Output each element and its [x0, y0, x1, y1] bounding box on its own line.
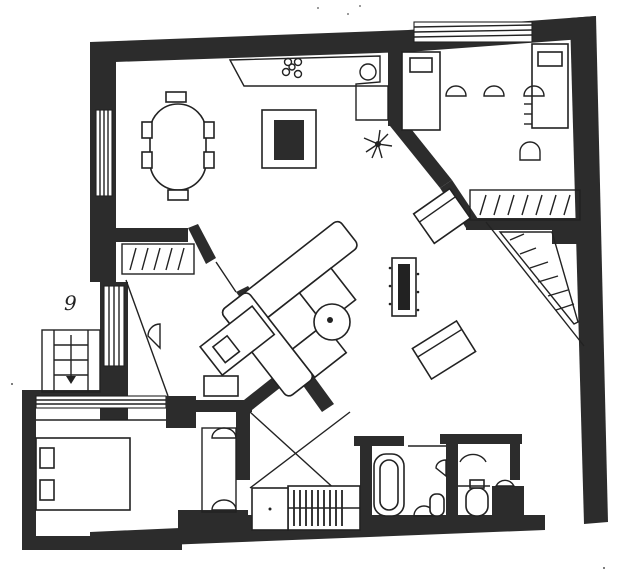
wall-bedroom-bottom-2: [178, 510, 248, 532]
fireplace: [261, 109, 317, 169]
bedroom: [35, 419, 237, 513]
wall-bath-top: [354, 436, 404, 446]
stairs-bottom: [251, 485, 361, 531]
wall-bedroom-left: [22, 390, 36, 550]
wall-corridor-3: [166, 396, 196, 428]
wall-corridor-4: [236, 410, 250, 480]
dining-table: [141, 91, 215, 201]
bathroom: [373, 445, 447, 517]
planter: [388, 257, 420, 317]
room-number-label: 9: [64, 291, 77, 315]
wall-corridor-2: [196, 400, 252, 412]
armchair-upper: [412, 187, 472, 245]
wall-bath-mid: [446, 438, 458, 518]
wall-kitchen-right: [388, 52, 404, 126]
balcony-stair: 9: [41, 291, 101, 393]
wall-wc-top: [440, 434, 522, 444]
wall-wc-block: [492, 486, 524, 516]
wall-dining-lower: [116, 228, 188, 242]
coffee-table: [313, 303, 351, 341]
wall-right: [570, 16, 608, 524]
kitchen-counter: [228, 55, 389, 121]
wall-bath-left: [360, 444, 372, 528]
closet-right: [498, 231, 579, 325]
closet-top-right: [469, 189, 581, 221]
wall-closet-right: [552, 224, 586, 244]
study-area: [147, 304, 276, 397]
armchair-lower: [411, 319, 477, 381]
window-bedroom-top: [35, 395, 167, 409]
plant: [363, 129, 393, 159]
wall-wc-right: [510, 440, 520, 480]
wall-diagonal-upper: [390, 120, 452, 188]
wc: [458, 453, 516, 517]
closet-dining: [121, 243, 195, 275]
wall-dining-diag: [188, 224, 216, 264]
wall-bedroom-bottom: [22, 536, 182, 550]
scan-specks: [11, 5, 605, 569]
wall-top-left: [90, 30, 408, 62]
top-right-room: [401, 43, 569, 161]
